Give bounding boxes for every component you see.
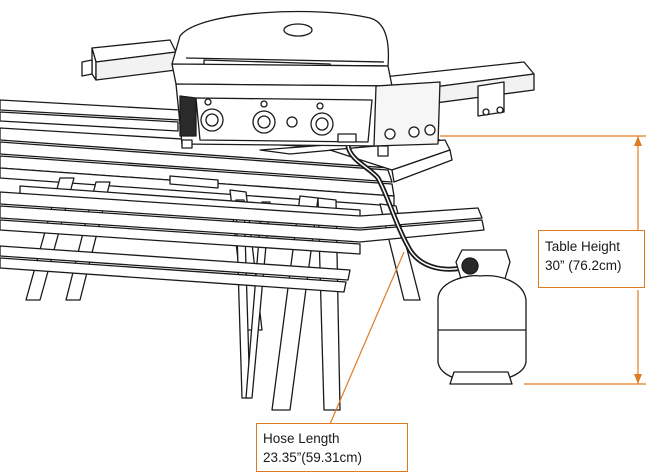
hose-length-value: 23.35”(59.31cm) — [263, 450, 363, 465]
picnic-table — [0, 99, 485, 411]
dimension-arrows — [634, 136, 642, 384]
hose-length-callout: Hose Length 23.35”(59.31cm) — [256, 423, 408, 472]
table-height-label: Table Height — [545, 239, 621, 254]
propane-tank — [437, 249, 527, 385]
dimension-lines — [329, 135, 646, 425]
hose-length-label: Hose Length — [263, 431, 340, 446]
gas-grill — [171, 10, 441, 157]
table-height-value: 30” (76.2cm) — [545, 258, 622, 273]
table-height-callout: Table Height 30” (76.2cm) — [538, 230, 645, 288]
